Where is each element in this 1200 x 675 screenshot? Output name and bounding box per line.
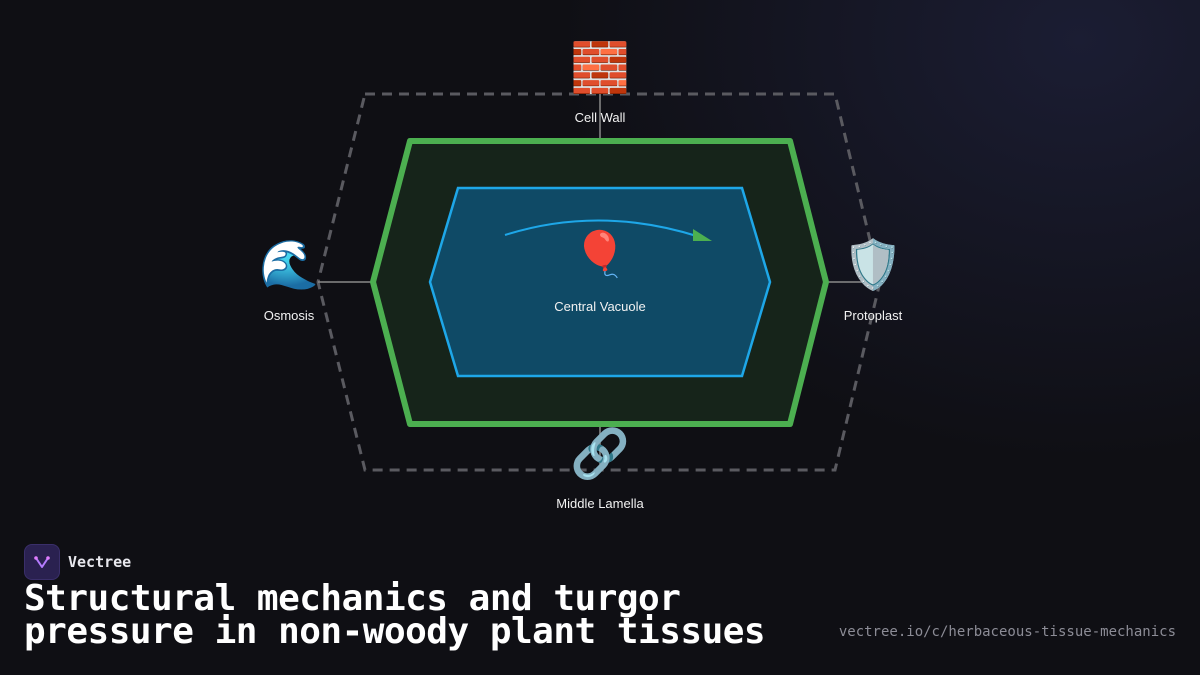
vectree-logo-icon: [24, 544, 60, 580]
middle-lamella-label: Middle Lamella: [556, 496, 644, 511]
protoplast-label: Protoplast: [843, 308, 903, 323]
central-vacuole-label: Central Vacuole: [554, 299, 646, 314]
page-title: Structural mechanics and turgor pressure…: [24, 578, 766, 652]
cell-wall-label: Cell Wall: [574, 110, 626, 125]
brand-name: Vectree: [68, 553, 132, 571]
wave-icon: 🌊: [259, 239, 319, 292]
pressure-arrow: [504, 219, 701, 238]
link-icon: 🔗: [570, 428, 630, 481]
vacuole-shape: [428, 186, 772, 378]
brand: Vectree: [24, 544, 131, 580]
osmosis-label: Osmosis: [263, 308, 315, 323]
shield-icon: 🛡️: [843, 239, 903, 292]
pressure-arrowhead: [693, 229, 712, 241]
cell-diagram: [316, 92, 882, 472]
brick-icon: 🧱: [570, 42, 630, 95]
balloon-icon: 🎈: [572, 230, 628, 279]
source-url[interactable]: vectree.io/c/herbaceous-tissue-mechanics: [838, 624, 1176, 640]
